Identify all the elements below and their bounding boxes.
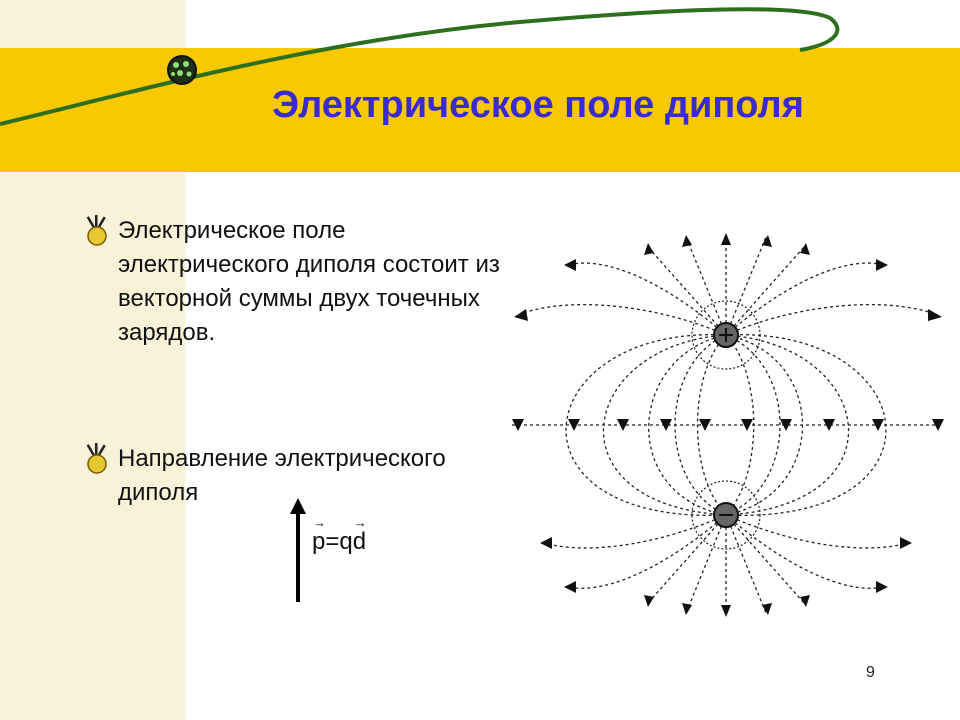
bullet-bulb-icon [86,443,107,474]
negative-charge [691,480,761,550]
dipole-formula: p=qd [312,515,367,556]
formula-p: p [312,515,326,556]
header-band [0,48,960,172]
bullet-bulb-icon [86,215,107,246]
swoosh-line [0,7,840,126]
positive-charge [691,300,761,370]
formula-d: d [353,515,367,556]
bullet-item: Электрическое поле электрического диполя… [82,214,522,350]
bullet-text: Электрическое поле электрического диполя… [118,217,500,346]
globe-orb-icon [167,55,197,85]
dipole-field-diagram [512,233,944,617]
slide-title: Электрическое поле диполя [272,84,804,126]
header-swoosh [0,7,840,126]
bullet-item: Направление электрического диполя [82,442,522,510]
formula-eq: =q [325,528,353,555]
dipole-arrow-icon [290,498,306,602]
bullet-text: Направление электрического диполя [118,445,446,506]
page-number: 9 [866,664,875,681]
